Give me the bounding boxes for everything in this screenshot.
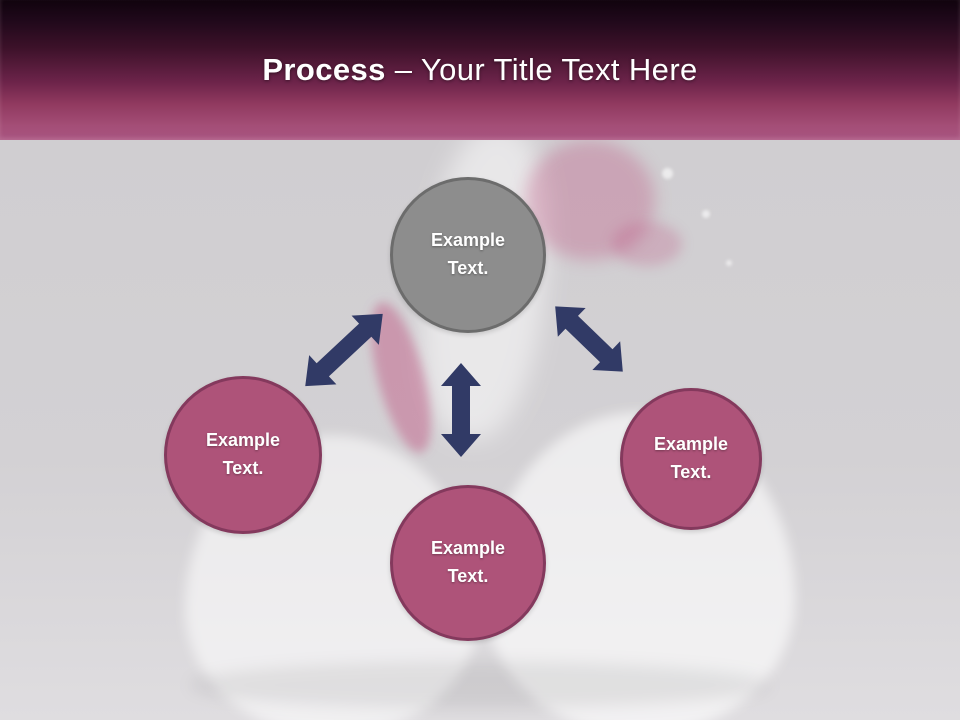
- node-top[interactable]: Example Text.: [390, 177, 546, 333]
- node-bottom-label: Example Text.: [430, 538, 506, 586]
- node-right-label: Example Text.: [653, 434, 729, 482]
- arrow-layer: [292, 292, 636, 457]
- node-top-label: Example Text.: [430, 230, 506, 278]
- double-arrow-vertical-icon[interactable]: [441, 363, 481, 457]
- title-keyword: Process: [262, 52, 386, 87]
- slide-header: Process – Your Title Text Here: [0, 0, 960, 140]
- slide-title[interactable]: Process – Your Title Text Here: [262, 52, 697, 88]
- node-left[interactable]: Example Text.: [164, 376, 322, 534]
- double-arrow-top-left-icon[interactable]: [292, 299, 397, 401]
- diagram-canvas: Example Text. Example Text. Example Text…: [0, 140, 960, 720]
- node-right[interactable]: Example Text.: [620, 388, 762, 530]
- node-left-label: Example Text.: [205, 430, 281, 478]
- double-arrow-top-right-icon[interactable]: [541, 292, 636, 386]
- title-subtitle: – Your Title Text Here: [385, 52, 698, 87]
- node-bottom[interactable]: Example Text.: [390, 485, 546, 641]
